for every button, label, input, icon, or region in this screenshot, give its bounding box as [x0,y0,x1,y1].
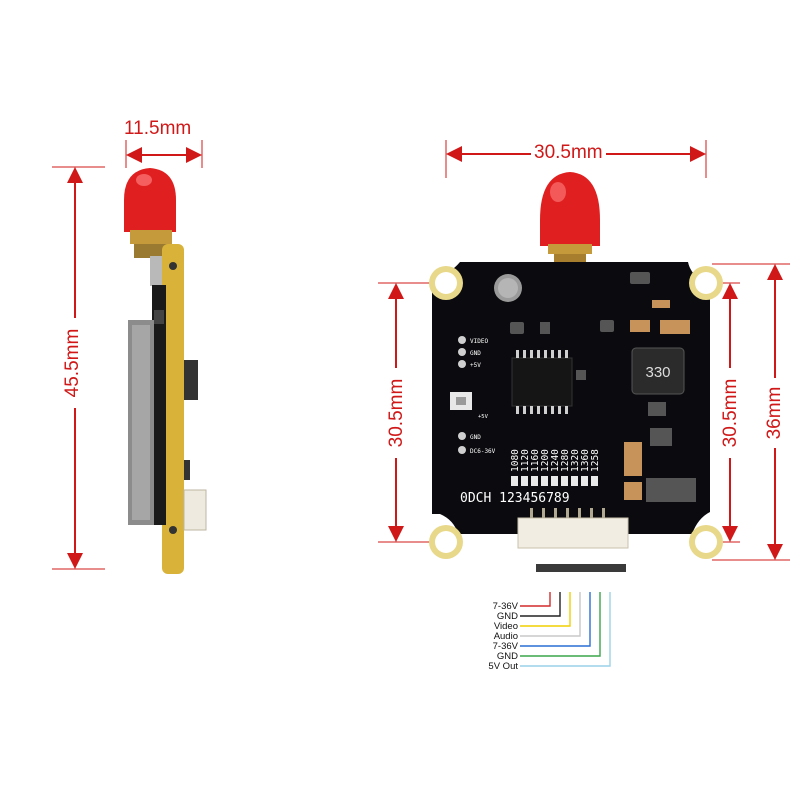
wire-harness: 7-36V GND Video Audio 7-36V GND 5V Out [488,592,611,672]
wire-label-3: Video [494,621,518,632]
sma-connector-side [130,230,172,244]
wire-label-2: GND [497,611,518,622]
board-height-label: 36mm [764,378,786,448]
antenna-cap-side [124,168,176,232]
wire-label-6: GND [497,651,518,662]
antenna-cap [540,172,600,246]
wire-label-5: 7-36V [493,641,519,652]
pad-label-5v: +5V [470,362,481,369]
channel-row-label: 0DCH 123456789 [460,491,570,506]
sma-connector [548,244,592,254]
mic-label: +5V [478,414,489,420]
freq-2: 1120 [520,449,531,472]
wire-6 [520,592,601,657]
freq-4: 1200 [540,449,551,472]
power-in-label: DC6-36V [470,448,496,455]
freq-1: 1080 [510,449,521,472]
hole-spacing-left-label: 30.5mm [386,368,408,458]
main-ic [511,357,573,407]
wire-2 [520,592,561,617]
freq-6: 1280 [560,449,571,472]
freq-3: 1160 [530,449,541,472]
wire-5 [520,592,591,647]
pad-label-gnd: GND [470,350,481,357]
power-gnd-label: GND [470,434,481,441]
board-width-label: 30.5mm [531,142,606,164]
freq-5: 1240 [550,449,561,472]
wire-label-1: 7-36V [493,601,519,612]
wire-7 [520,592,611,667]
board-top-view: 330 VIDEO GND +5V +5V GND DC6-36V 1080 1… [429,172,723,572]
jst-connector [517,517,629,549]
side-height-label: 45.5mm [62,318,84,408]
wire-label-4: Audio [494,631,518,642]
inductor [631,347,685,395]
cable-plug [536,564,626,572]
frequency-table: 1080 1120 1160 1200 1240 1280 1320 1360 … [510,449,601,472]
side-view [124,168,207,574]
freq-7: 1320 [570,449,581,472]
wire-3 [520,592,571,627]
freq-8: 1360 [580,449,591,472]
wire-label-7: 5V Out [488,661,518,672]
inductor-label: 330 [645,364,670,381]
pcb-edge-side [162,244,184,574]
wire-1 [520,592,551,607]
connector-side [183,489,207,531]
side-width-label: 11.5mm [124,118,192,139]
wire-4 [520,592,581,637]
freq-9: 1258 [590,449,601,472]
pad-label-video: VIDEO [470,338,488,345]
